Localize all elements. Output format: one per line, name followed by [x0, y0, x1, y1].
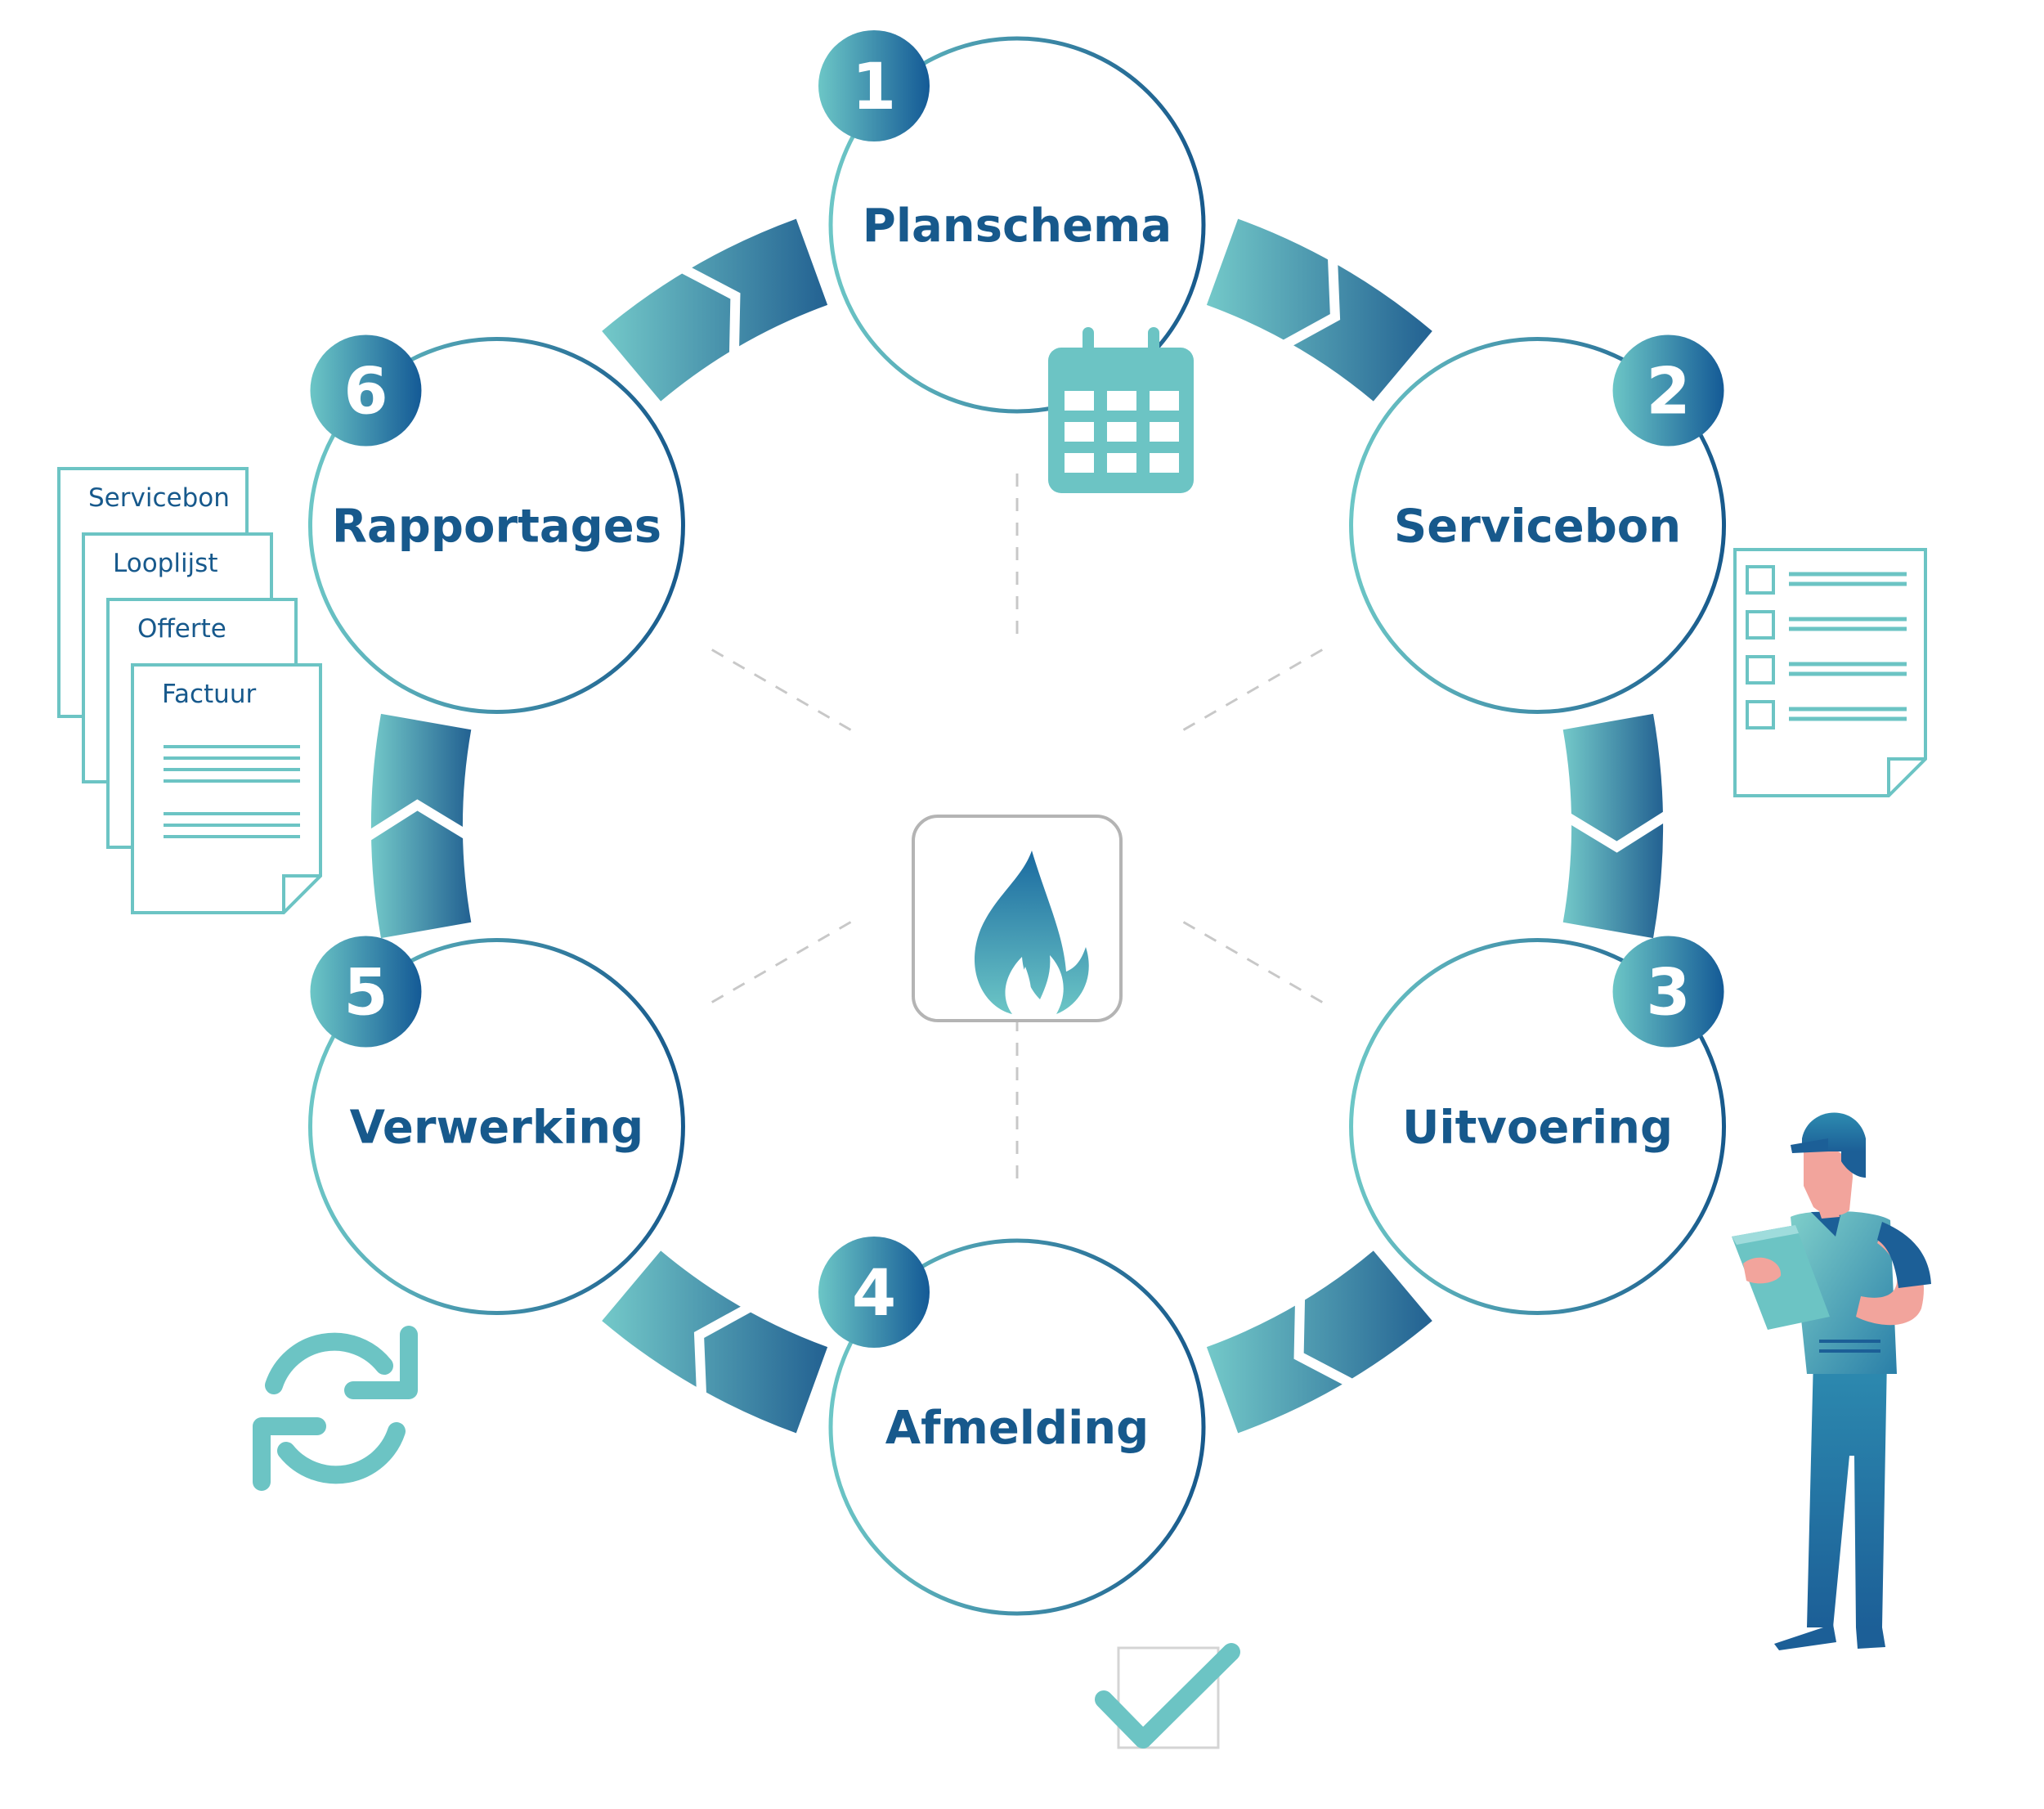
step-badge — [818, 30, 930, 141]
step-number: 2 — [1646, 356, 1690, 429]
document-label: Looplijst — [113, 549, 217, 578]
connector-line — [710, 921, 852, 1004]
connector-lines — [710, 473, 1324, 1179]
cycle-arrow-band — [1206, 1250, 1432, 1434]
center-logo — [912, 815, 1123, 1022]
step-number: 5 — [343, 957, 388, 1030]
document-label: Offerte — [137, 614, 226, 644]
refresh-arrows-icon — [253, 1326, 418, 1491]
step-3: Uitvoering 3 — [1349, 936, 1727, 1315]
step-title: Planschema — [863, 200, 1172, 253]
step-badge — [1612, 334, 1724, 447]
cycle-arrow-band — [1206, 218, 1432, 402]
cycle-arrow-band — [602, 1250, 828, 1434]
step-badge — [1612, 936, 1724, 1048]
step-circle — [307, 337, 685, 714]
flame-icon — [974, 851, 1089, 1014]
step-circle — [1349, 938, 1727, 1315]
document-label: Factuur — [162, 680, 256, 709]
step-number: 4 — [852, 1257, 896, 1331]
step-circle — [828, 1238, 1206, 1616]
step-4: Afmelding 4 — [818, 1237, 1206, 1616]
document-label: Servicebon — [88, 483, 230, 513]
step-title: Uitvoering — [1402, 1102, 1673, 1155]
connector-line — [710, 648, 852, 731]
arrow-chevron — [679, 263, 741, 356]
step-number: 1 — [852, 51, 896, 124]
step-circle — [828, 36, 1206, 414]
checkbox-check-icon — [1095, 1643, 1240, 1749]
calendar-icon — [1048, 327, 1194, 493]
step-badge — [818, 1237, 930, 1348]
step-title: Servicebon — [1394, 501, 1681, 554]
arrow-chevron — [1293, 1296, 1355, 1389]
step-5: Verwerking 5 — [307, 936, 685, 1315]
connector-line — [1182, 648, 1324, 731]
step-2: Servicebon 2 — [1349, 334, 1727, 714]
step-badge — [310, 936, 422, 1048]
step-number: 6 — [343, 356, 388, 429]
step-badge — [310, 334, 422, 447]
arrow-chevron — [1280, 256, 1341, 350]
arrow-chevron — [363, 799, 471, 842]
step-title: Verwerking — [350, 1102, 644, 1155]
cycle-arrow-band — [602, 218, 828, 402]
cycle-arrows — [363, 218, 1671, 1434]
checklist-document-icon — [1733, 548, 1927, 797]
connector-line — [1182, 921, 1324, 1004]
cycle-arrow-band — [370, 713, 472, 939]
step-title: Rapportages — [332, 501, 661, 554]
step-circle — [1349, 337, 1727, 714]
step-title: Afmelding — [885, 1402, 1149, 1455]
step-6: Rapportages 6 — [307, 334, 685, 714]
step-1: Planschema 1 — [818, 30, 1206, 414]
arrow-chevron — [693, 1302, 754, 1396]
arrow-chevron — [1563, 810, 1671, 853]
step-circle — [307, 938, 685, 1315]
step-number: 3 — [1646, 957, 1690, 1030]
cycle-arrow-band — [1562, 713, 1664, 939]
technician-illustration — [1732, 1112, 1931, 1650]
document-sheet: Factuur — [131, 663, 322, 914]
